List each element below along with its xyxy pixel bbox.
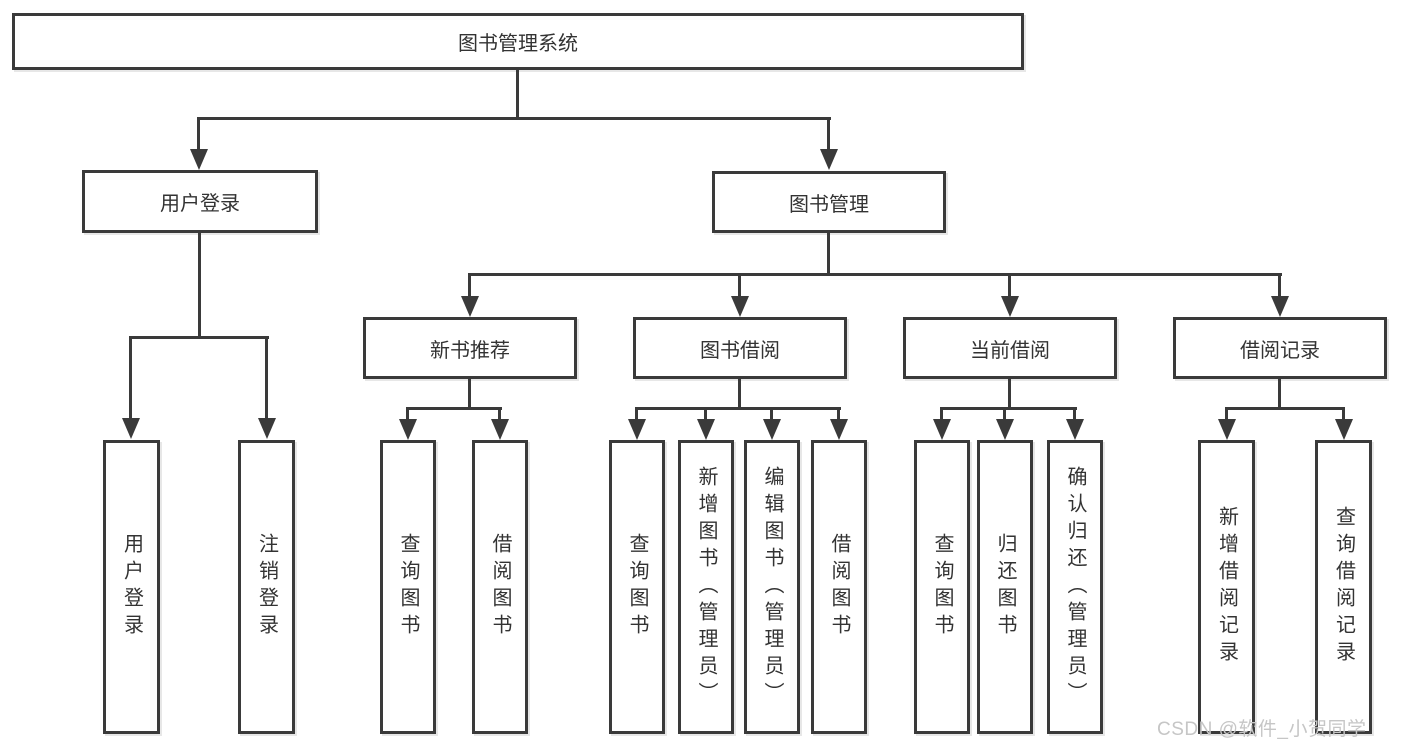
connector-leaf-stem <box>1342 409 1345 423</box>
connector-group-bus <box>940 407 1077 410</box>
arrowhead-book-mgmt <box>820 149 838 170</box>
node-label: 注销登录 <box>255 533 278 641</box>
connector-root-stem <box>516 70 519 119</box>
connector-group-bus <box>635 407 841 410</box>
node-label: 归还图书 <box>994 533 1016 641</box>
arrowhead-current-borrow <box>1001 296 1019 317</box>
connector-leaf-stem <box>1003 409 1006 423</box>
arrowhead-leaf <box>628 419 646 440</box>
node-label: 查询图书 <box>626 533 648 641</box>
leaf-query-books-recommend: 查询图书 <box>380 440 436 734</box>
leaf-add-borrow-record: 新增借阅记录 <box>1198 440 1255 734</box>
node-label: 编辑图书（管理员） <box>761 465 783 709</box>
node-label: 新书推荐 <box>430 339 510 362</box>
node-book-borrowing: 图书借阅 <box>633 317 847 379</box>
connector-leaf-stem <box>940 409 943 423</box>
leaf-return-book: 归还图书 <box>977 440 1033 734</box>
connector-leaf-stem <box>635 409 638 423</box>
arrowhead-borrow-records <box>1271 296 1289 317</box>
leaf-logout: 注销登录 <box>238 440 295 734</box>
node-current-borrowing: 当前借阅 <box>903 317 1117 379</box>
connector-level3-stem <box>738 275 741 298</box>
arrowhead-leaf <box>122 418 140 439</box>
connector-leaf-stem <box>770 409 773 423</box>
node-library-management-system: 图书管理系统 <box>12 13 1024 70</box>
arrowhead-leaf <box>1335 419 1353 440</box>
arrowhead-new-book <box>461 296 479 317</box>
node-label: 图书管理系统 <box>458 33 578 55</box>
leaf-query-books-current: 查询图书 <box>914 440 970 734</box>
connector-leaf-stem <box>837 409 840 423</box>
arrowhead-leaf <box>830 419 848 440</box>
node-label: 借阅图书 <box>828 533 850 641</box>
leaf-borrow-books-recommend: 借阅图书 <box>472 440 528 734</box>
node-label: 借阅记录 <box>1240 339 1320 362</box>
leaf-add-book-admin: 新增图书（管理员） <box>678 440 734 734</box>
leaf-query-borrow-record: 查询借阅记录 <box>1315 440 1372 734</box>
node-new-book-recommendation: 新书推荐 <box>363 317 577 379</box>
arrowhead-leaf <box>697 419 715 440</box>
connector-group-bus <box>1225 407 1345 410</box>
connector-level3-stem <box>1008 275 1011 298</box>
node-label: 借阅图书 <box>489 533 511 641</box>
node-label: 查询借阅记录 <box>1332 506 1355 668</box>
connector-leaf-stem <box>265 338 268 420</box>
node-borrowing-records: 借阅记录 <box>1173 317 1387 379</box>
arrowhead-user-login <box>190 149 208 170</box>
node-book-management: 图书管理 <box>712 171 946 233</box>
node-label: 查询图书 <box>397 533 419 641</box>
node-label: 当前借阅 <box>970 339 1050 362</box>
node-label: 图书借阅 <box>700 339 780 362</box>
connector-group-stem <box>1008 379 1011 410</box>
arrowhead-leaf <box>491 419 509 440</box>
watermark-csdn: CSDN @软件_小贺同学 <box>1157 719 1367 740</box>
connector-leaf-stem <box>704 409 707 423</box>
connector-group-bus <box>406 407 502 410</box>
node-label: 图书管理 <box>789 193 869 216</box>
node-user-login: 用户登录 <box>82 170 318 233</box>
connector-group-stem <box>738 379 741 410</box>
node-label: 新增借阅记录 <box>1215 506 1238 668</box>
connector-level3-stem <box>1278 275 1281 298</box>
arrowhead-leaf <box>763 419 781 440</box>
arrowhead-leaf <box>1066 419 1084 440</box>
connector-leaf-stem <box>1225 409 1228 423</box>
connector-group-stem <box>1278 379 1281 410</box>
connector-level2-bus <box>197 117 831 120</box>
arrowhead-leaf <box>933 419 951 440</box>
leaf-confirm-return-admin: 确认归还（管理员） <box>1047 440 1103 734</box>
leaf-user-login: 用户登录 <box>103 440 160 734</box>
arrowhead-leaf <box>996 419 1014 440</box>
arrowhead-leaf <box>258 418 276 439</box>
node-label: 确认归还（管理员） <box>1064 465 1086 709</box>
arrowhead-book-borrow <box>731 296 749 317</box>
connector-user-login-stem <box>197 119 200 151</box>
node-label: 查询图书 <box>931 533 953 641</box>
leaf-query-books-borrowing: 查询图书 <box>609 440 665 734</box>
connector-book-mgmt-stem <box>827 119 830 151</box>
arrowhead-leaf <box>399 419 417 440</box>
connector-leaf-stem <box>406 409 409 423</box>
leaf-edit-book-admin: 编辑图书（管理员） <box>744 440 800 734</box>
connector-level3-bus <box>468 273 1282 276</box>
connector-leaf-stem <box>129 338 132 420</box>
node-label: 新增图书（管理员） <box>695 465 717 709</box>
connector-leaf-stem <box>498 409 501 423</box>
connector-level3-stem <box>468 275 471 298</box>
connector-leaf-stem <box>1073 409 1076 423</box>
connector-book-mgmt-down <box>827 233 830 276</box>
node-label: 用户登录 <box>120 533 143 641</box>
connector-user-login-down <box>198 233 201 339</box>
connector-group-stem <box>468 379 471 410</box>
arrowhead-leaf <box>1218 419 1236 440</box>
node-label: 用户登录 <box>160 193 240 215</box>
leaf-borrow-books-borrowing: 借阅图书 <box>811 440 867 734</box>
connector-user-login-bus <box>129 336 269 339</box>
